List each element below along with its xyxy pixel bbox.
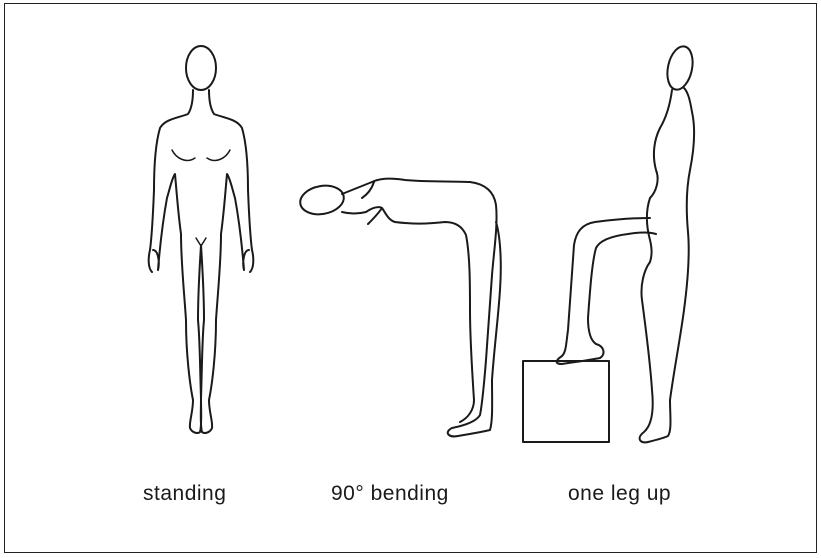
bending-figure [298, 179, 501, 437]
caption-standing: standing [143, 482, 226, 506]
one-leg-up-figure [523, 44, 696, 442]
one-leg-up-body-outline [557, 88, 694, 442]
step-box [523, 361, 609, 442]
bending-body-outline [342, 179, 501, 437]
caption-bending: 90° bending [331, 482, 449, 506]
bending-head [298, 182, 346, 217]
standing-figure [149, 46, 254, 433]
caption-one-leg-up: one leg up [568, 482, 671, 506]
one-leg-up-head [664, 44, 697, 92]
standing-head [186, 46, 216, 90]
standing-body-outline [149, 90, 254, 433]
